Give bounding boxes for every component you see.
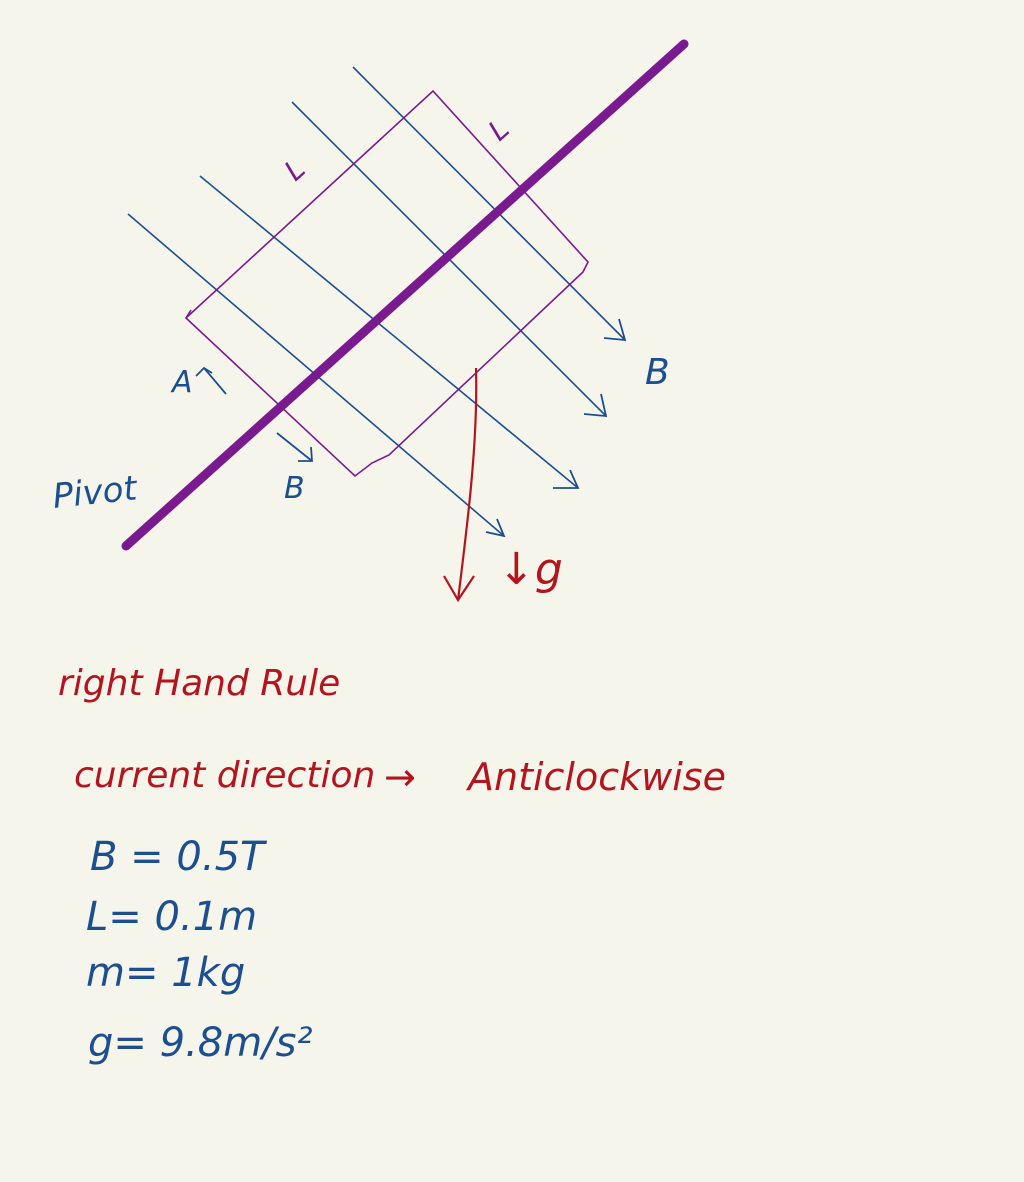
small-field-arrow — [276, 432, 313, 462]
given-g: g= 9.8m/s² — [88, 1020, 313, 1066]
given-l: L= 0.1m — [86, 894, 257, 940]
field-label-b-small: B — [284, 471, 305, 506]
field-line-4-arrowhead — [603, 318, 627, 342]
side-label-right: L — [482, 112, 516, 147]
gravity-arrowhead — [443, 575, 475, 603]
current-loop — [184, 89, 589, 478]
field-line-3-arrowhead — [583, 393, 608, 418]
current-direction-arrow-icon: → — [384, 755, 416, 799]
right-hand-rule-note: right Hand Rule — [58, 663, 340, 704]
given-m: m= 1kg — [86, 950, 245, 996]
current-direction-value: Anticlockwise — [465, 755, 726, 799]
corner-label-a: A — [170, 365, 193, 400]
pivot-label: Pivot — [51, 468, 141, 517]
field-line-2-arrowhead — [553, 469, 580, 489]
field-label-b: B — [645, 352, 670, 393]
corner-arrow-icon — [195, 366, 227, 395]
gravity-arrow — [456, 367, 478, 601]
field-line-2 — [199, 175, 579, 489]
side-label-left: L — [278, 152, 312, 187]
gravity-label: ↓g — [498, 544, 563, 595]
pivot-rod — [121, 39, 689, 551]
given-b: B = 0.5T — [90, 834, 268, 880]
field-line-1-arrowhead — [485, 518, 506, 538]
field-line-4 — [352, 66, 626, 341]
current-direction-label: current direction — [74, 755, 375, 796]
